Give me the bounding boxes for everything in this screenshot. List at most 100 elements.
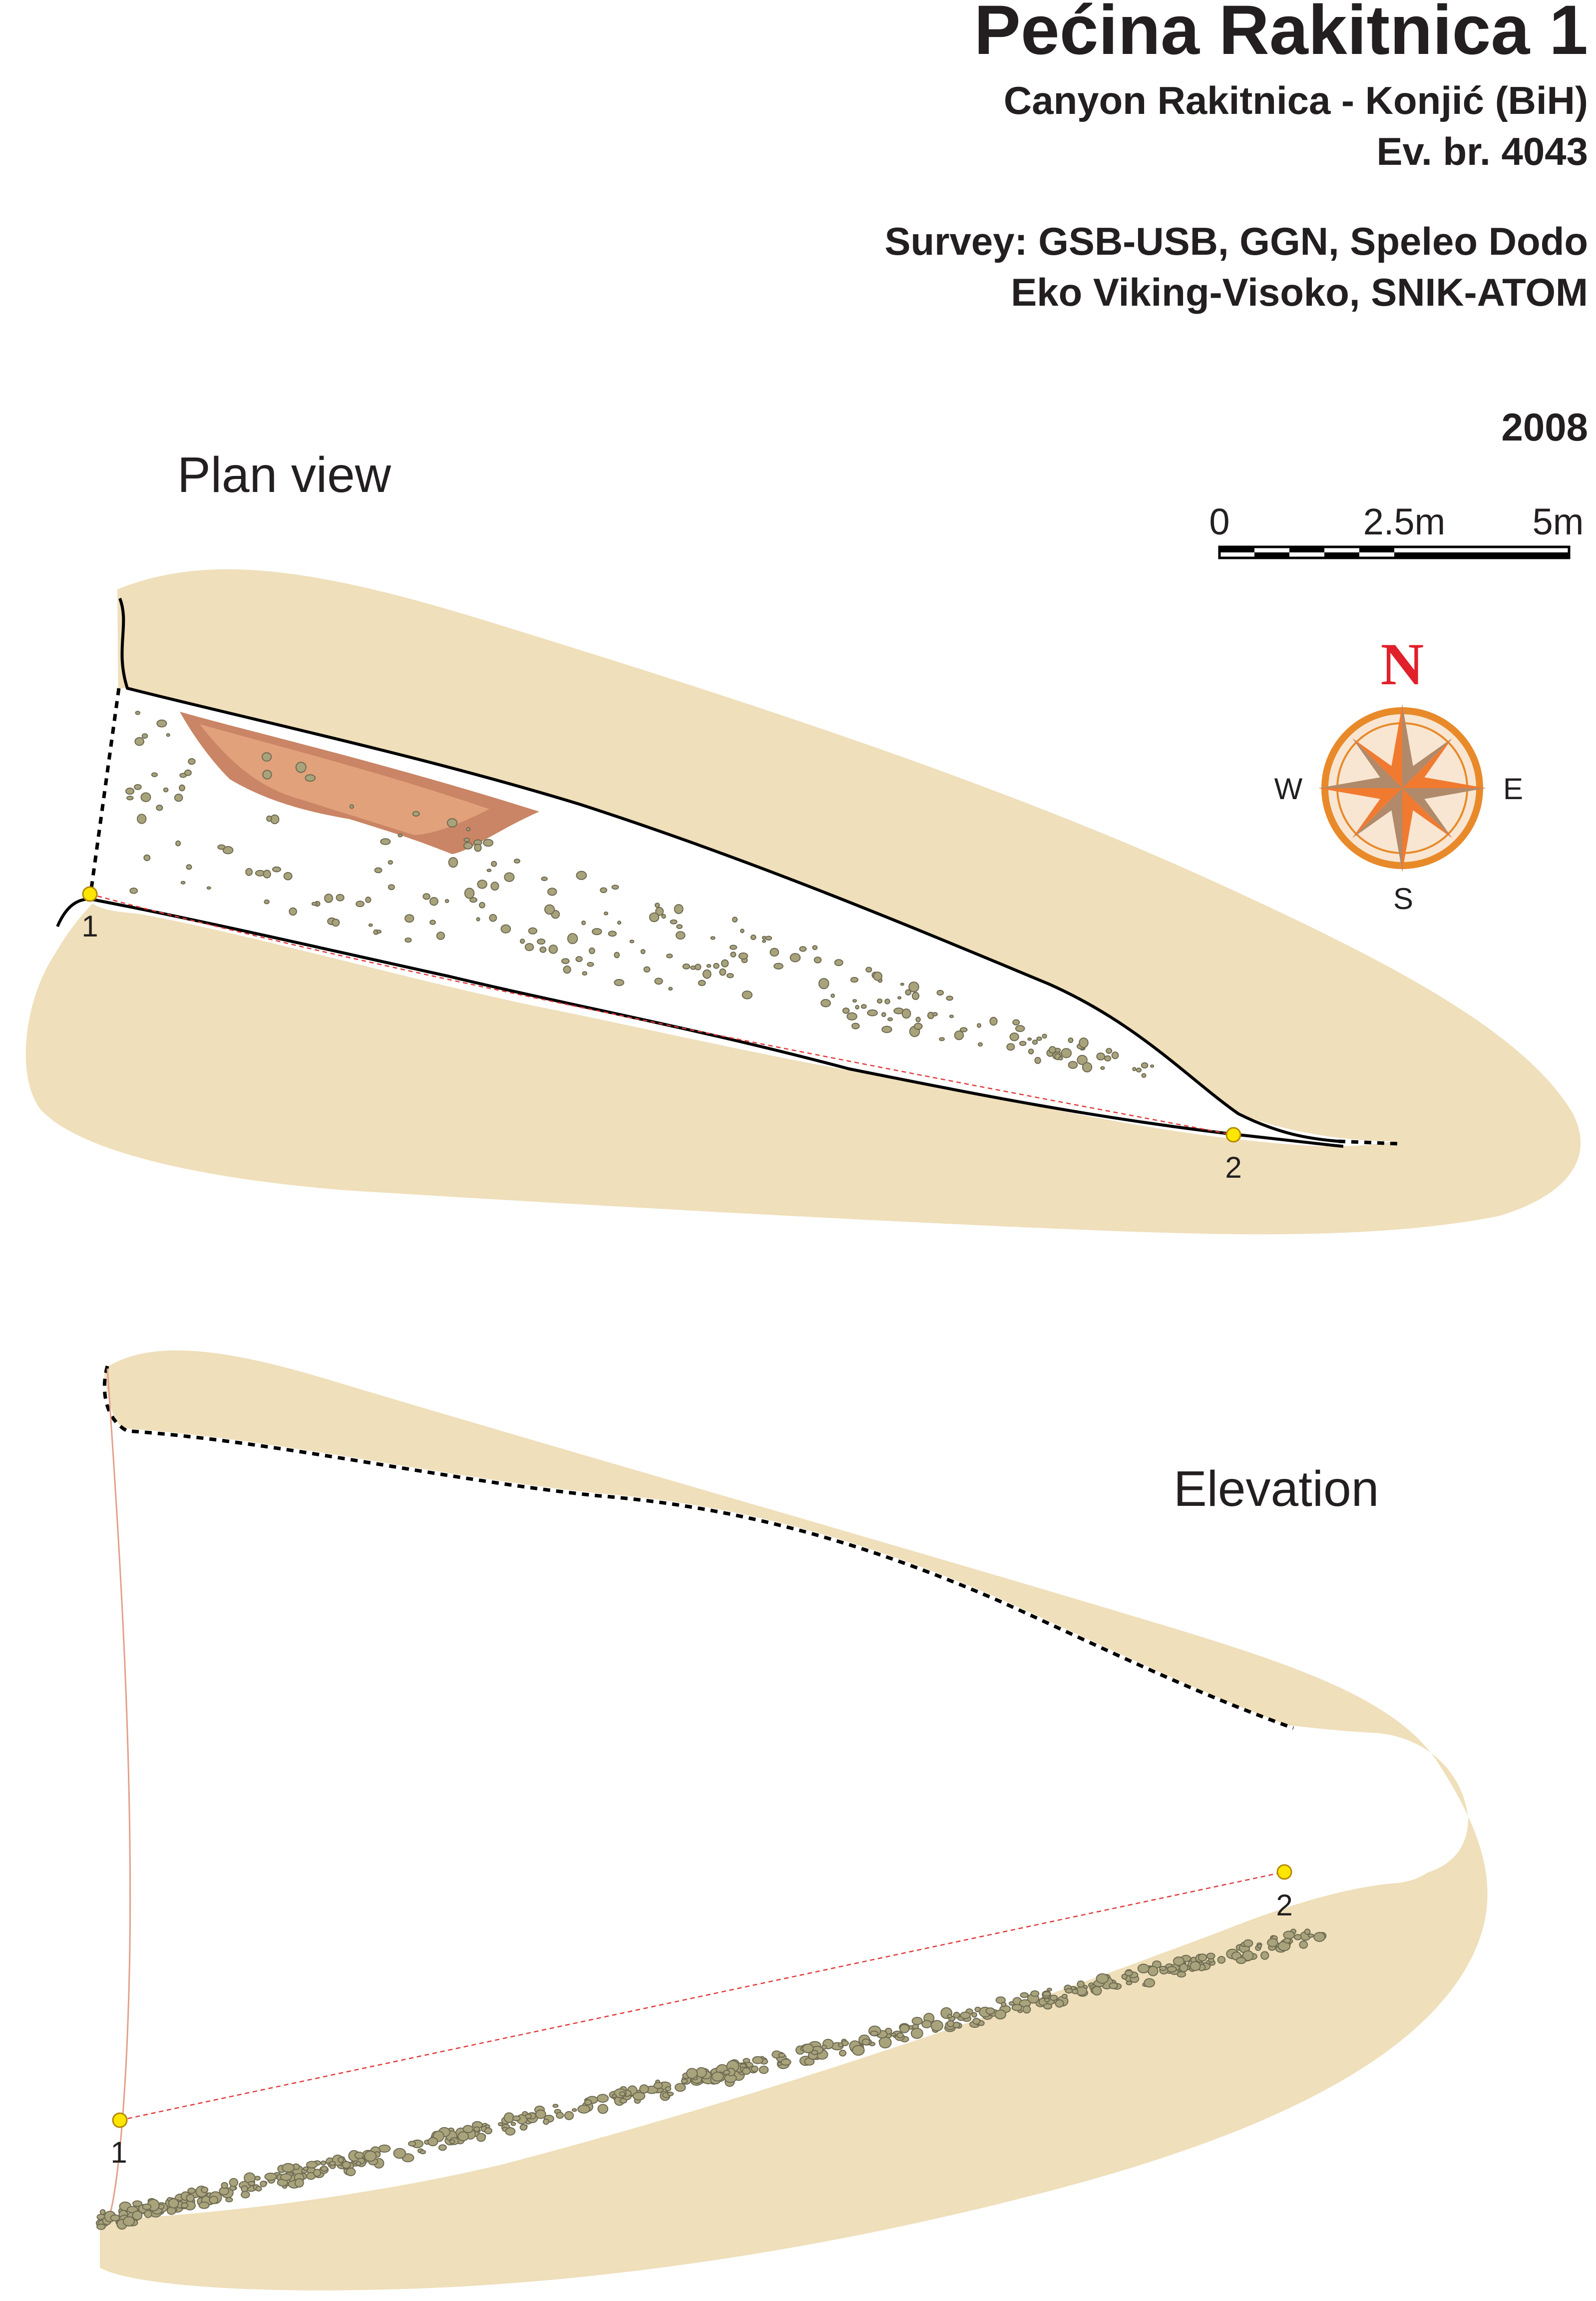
rubble-block <box>759 2065 769 2074</box>
rubble-block <box>653 2082 663 2089</box>
compass-east-label: E <box>1503 772 1523 806</box>
rubble-pebble <box>135 711 141 715</box>
survey-credits-line2: Eko Viking-Visoko, SNIK-ATOM <box>1011 270 1588 314</box>
scale-label-0: 0 <box>1209 501 1229 542</box>
rubble-pebble <box>500 924 511 933</box>
rubble-block <box>1137 1963 1150 1974</box>
rubble-block <box>811 2050 818 2055</box>
rubble-block <box>1042 1991 1051 1997</box>
rubble-pebble <box>483 839 494 847</box>
rubble-block <box>313 2169 321 2177</box>
rubble-pebble <box>881 1012 886 1017</box>
rubble-pebble <box>954 1030 964 1040</box>
rubble-block <box>1283 1937 1291 1944</box>
rubble-block <box>186 2194 195 2202</box>
rubble-pebble <box>908 981 919 992</box>
rubble-pebble <box>600 887 607 894</box>
rubble-pebble <box>913 1022 923 1030</box>
rubble-block <box>619 2091 626 2097</box>
rubble-pebble <box>1136 1067 1142 1073</box>
rubble-pebble <box>491 861 497 867</box>
rubble-pebble <box>474 844 482 852</box>
rubble-pebble <box>446 818 458 828</box>
rubble-pebble <box>184 769 192 776</box>
rubble-block <box>1011 2004 1023 2011</box>
rubble-block <box>711 2071 724 2082</box>
rubble-pebble <box>1019 1040 1027 1046</box>
rubble-block <box>995 1996 1006 2004</box>
elevation-passage <box>100 1374 1451 2220</box>
rubble-block <box>248 2181 256 2186</box>
rubble-pebble <box>1141 1062 1149 1069</box>
rubble-pebble <box>263 870 271 879</box>
rubble-pebble <box>166 733 170 737</box>
rubble-block <box>198 2201 210 2209</box>
rubble-pebble <box>1106 1048 1113 1054</box>
rubble-pebble <box>469 897 477 903</box>
rubble-pebble <box>1009 1032 1019 1041</box>
rubble-pebble <box>349 804 354 809</box>
rubble-pebble <box>1077 1055 1088 1065</box>
rubble-pebble <box>614 979 625 986</box>
compass-west-label: W <box>1274 772 1303 806</box>
rubble-block <box>1283 1930 1295 1939</box>
rubble-pebble <box>706 964 712 968</box>
rubble-pebble <box>1012 1019 1020 1026</box>
rubble-block <box>632 2092 646 2101</box>
rubble-block <box>838 2042 843 2048</box>
rubble-block <box>686 2068 698 2079</box>
rubble-block <box>1217 1956 1226 1964</box>
rubble-pebble <box>1042 1033 1047 1039</box>
rubble-pebble <box>721 959 729 967</box>
rubble-block <box>972 2017 981 2025</box>
rubble-block <box>870 2030 878 2036</box>
rubble-pebble <box>592 928 602 935</box>
rubble-pebble <box>698 979 706 986</box>
rubble-block <box>221 2182 228 2189</box>
rubble-pebble <box>548 944 558 954</box>
rubble-block <box>639 2084 649 2094</box>
rubble-pebble <box>881 1025 892 1033</box>
rubble-pebble <box>429 920 436 925</box>
rubble-pebble <box>140 792 151 802</box>
rubble-block <box>364 2150 377 2162</box>
rubble-pebble <box>581 920 586 925</box>
compass-rose: N W E S <box>1274 631 1523 916</box>
rubble-block <box>1313 1932 1326 1942</box>
rubble-pebble <box>608 930 617 937</box>
rubble-block <box>985 2007 995 2015</box>
rubble-pebble <box>675 931 686 940</box>
rubble-block <box>696 2067 707 2078</box>
rubble-block <box>1159 1965 1167 1971</box>
rubble-pebble <box>376 929 382 934</box>
rubble-block <box>577 2104 590 2114</box>
rubble-block <box>356 2161 362 2166</box>
rubble-pebble <box>949 1014 954 1018</box>
rubble-pebble <box>264 899 270 905</box>
rubble-pebble <box>524 943 534 951</box>
rubble-block <box>878 2036 892 2049</box>
rubble-pebble <box>799 946 807 952</box>
rubble-pebble <box>576 871 587 880</box>
rubble-pebble <box>818 978 829 989</box>
rubble-pebble <box>156 719 167 728</box>
rubble-block <box>201 2186 209 2193</box>
rubble-pebble <box>774 962 784 970</box>
plan-station-2 <box>1225 1127 1241 1143</box>
rubble-block <box>110 2214 120 2222</box>
rubble-pebble <box>332 919 340 927</box>
rubble-block <box>674 2083 686 2092</box>
elevation-rubble-floor <box>95 1928 1327 2230</box>
rubble-pebble <box>272 866 281 873</box>
rubble-pebble <box>694 963 702 970</box>
rubble-block <box>225 2197 233 2203</box>
rubble-pebble <box>726 973 734 978</box>
rubble-block <box>596 2094 609 2103</box>
rubble-pebble <box>762 939 767 943</box>
rubble-block <box>890 2032 896 2037</box>
rubble-block <box>1044 1998 1050 2002</box>
rubble-block <box>667 2091 674 2096</box>
rubble-block <box>473 2126 480 2132</box>
rubble-block <box>132 2210 143 2221</box>
rubble-pebble <box>388 884 395 891</box>
